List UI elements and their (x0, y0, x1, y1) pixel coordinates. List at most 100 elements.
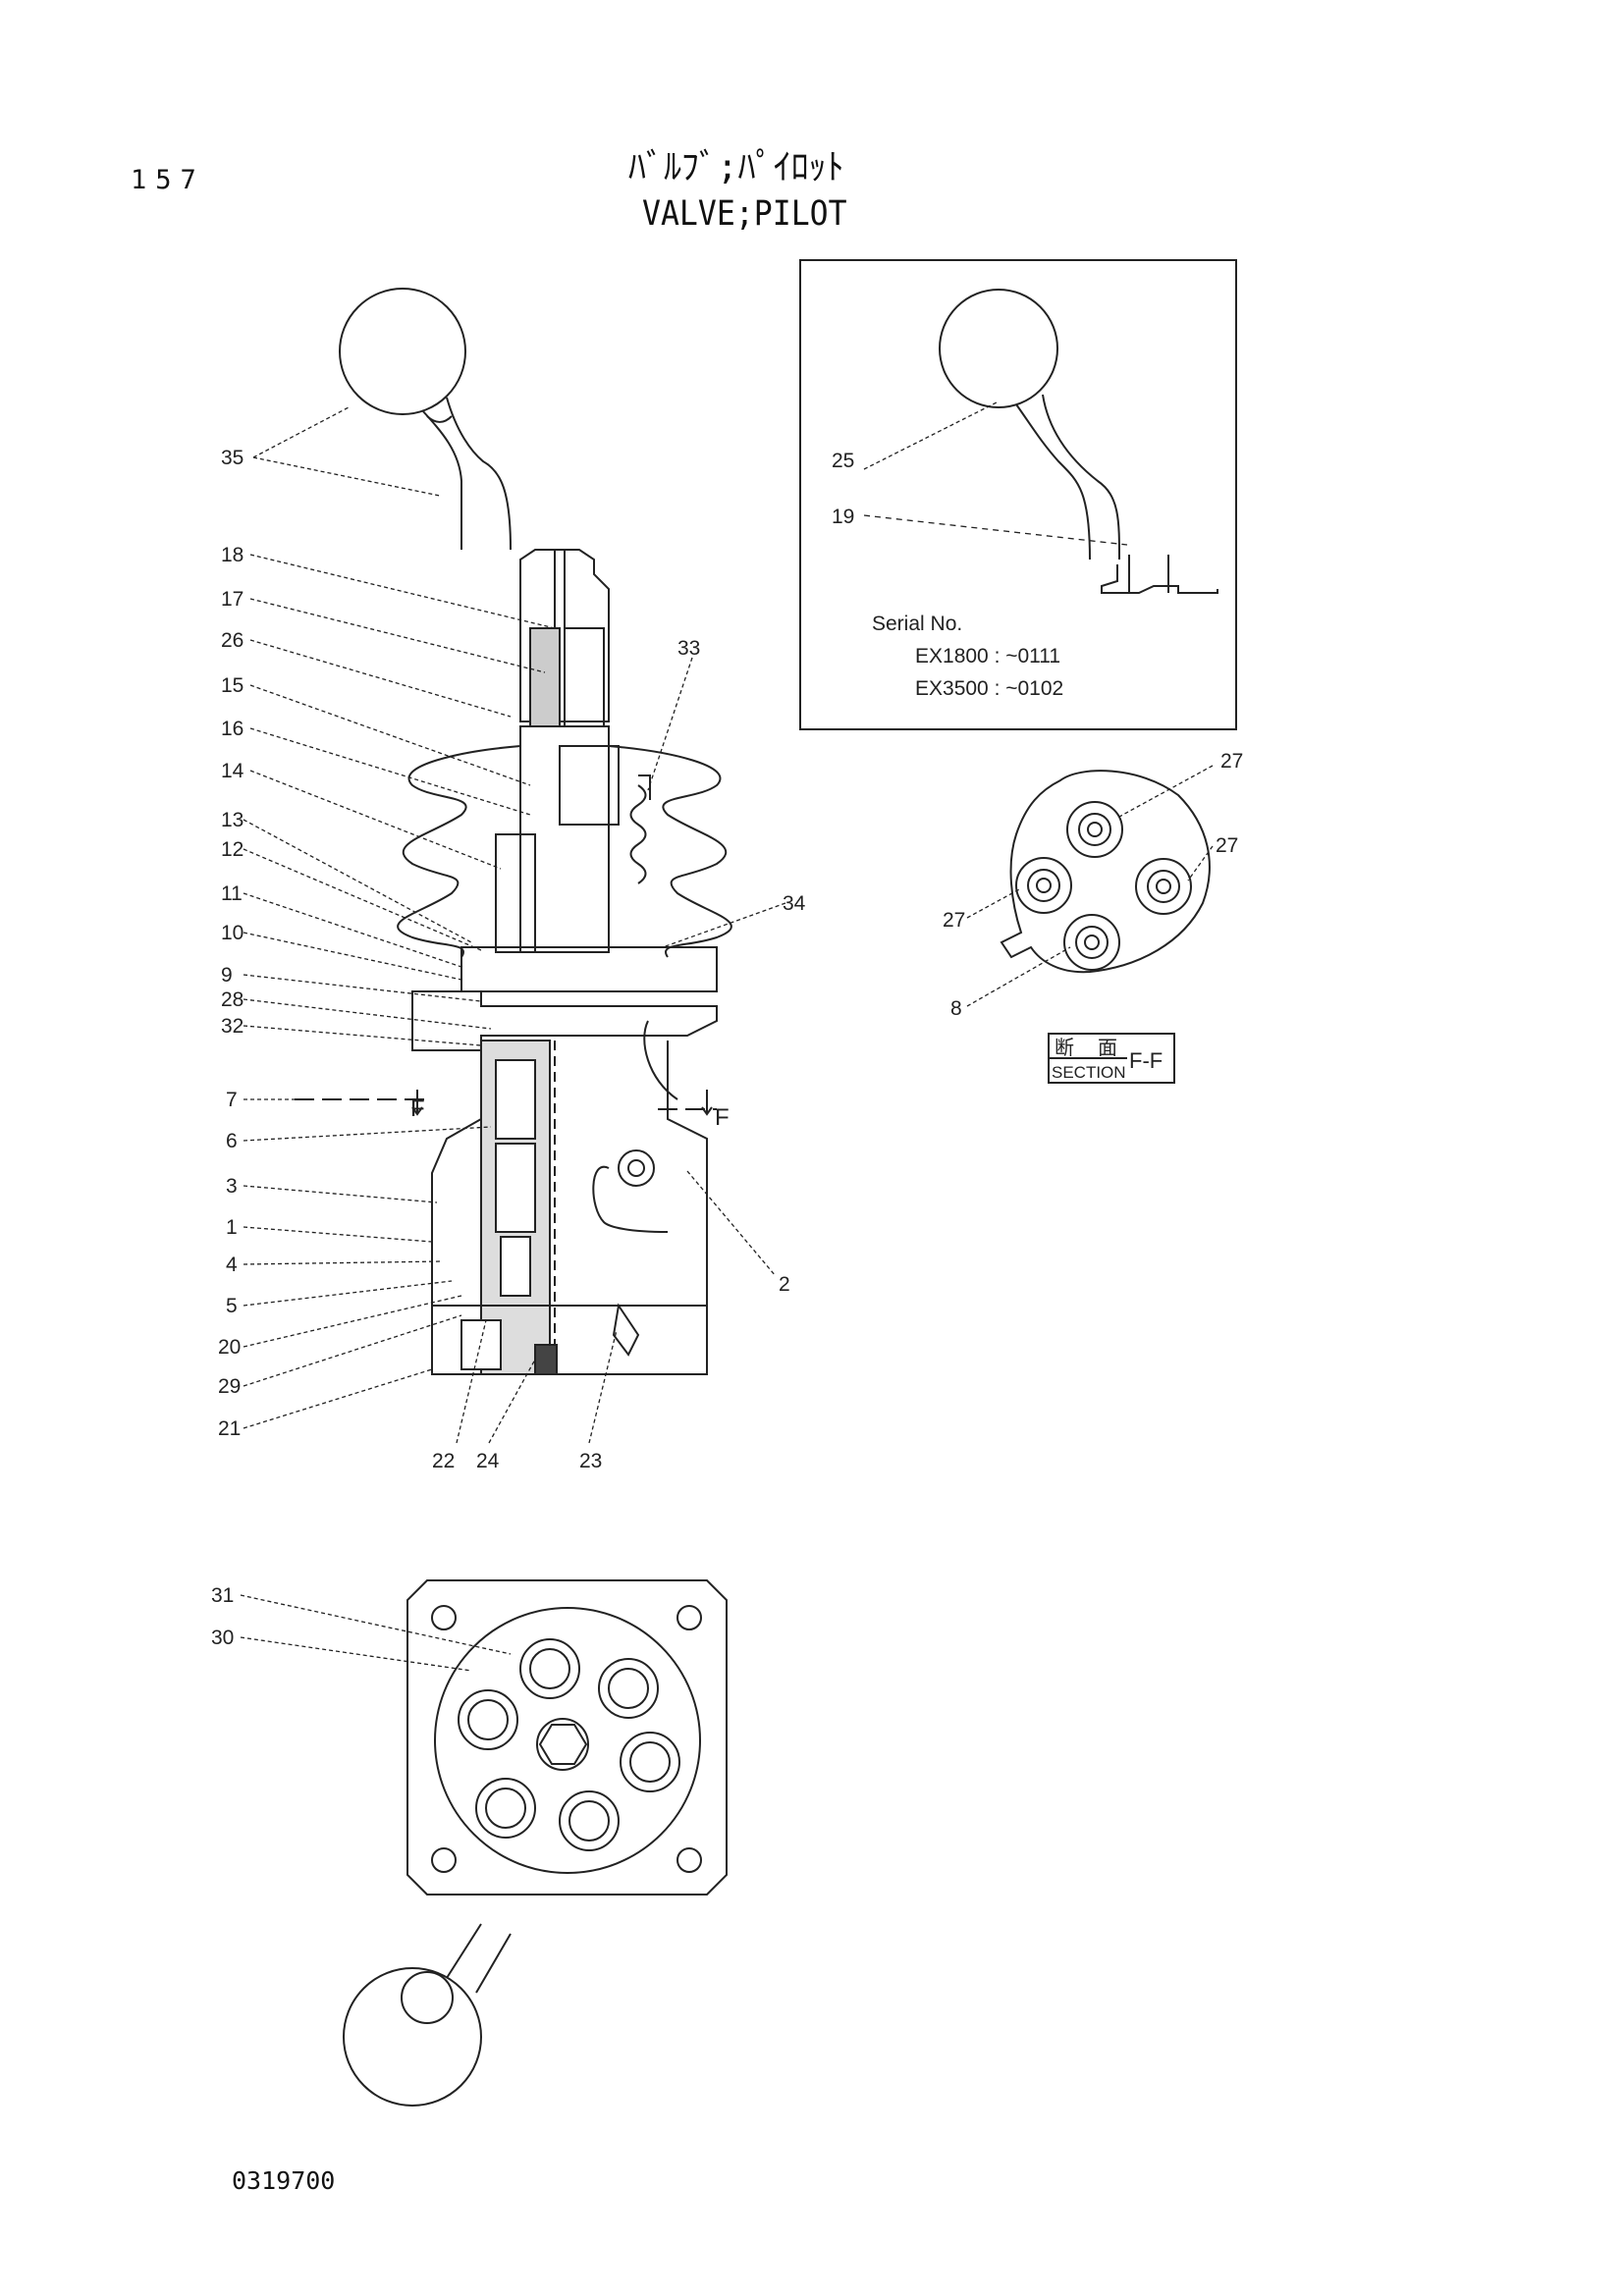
port-bore (460, 1319, 502, 1370)
callout-labels: 35 18 17 26 15 16 14 13 12 11 10 9 28 32… (211, 447, 1243, 1649)
callout-7: 7 (226, 1089, 238, 1111)
main-leaders (243, 406, 786, 1444)
port-plug-inner (627, 1159, 645, 1177)
drawing-number: 0319700 (232, 2166, 336, 2195)
bellows-right (608, 745, 732, 958)
callout-19: 19 (832, 506, 854, 528)
section-kanji-1: 断 (1055, 1037, 1074, 1059)
serial-label: Serial No. (872, 613, 962, 635)
body-curve (592, 1165, 669, 1233)
callout-2: 2 (779, 1273, 790, 1296)
bottom-screw (612, 1303, 640, 1357)
callout-30: 30 (211, 1627, 234, 1649)
callout-31: 31 (211, 1584, 234, 1607)
section-outline (1000, 770, 1211, 974)
plunger-left (495, 833, 536, 953)
nut-block (564, 627, 605, 727)
section-mark-f-left: F (410, 1095, 425, 1122)
lever-stem-right (446, 397, 512, 551)
bottom-plate (406, 1579, 728, 1896)
callout-27-left: 27 (943, 909, 965, 932)
serial-line-2: EX3500 : ~0102 (915, 677, 1063, 700)
seal-block (534, 1344, 558, 1375)
leader-25 (863, 401, 998, 470)
bottom-knob (343, 1967, 482, 2107)
hatched-sleeve (529, 627, 561, 727)
bolt-hole-br (676, 1847, 702, 1873)
flange-plate (411, 990, 718, 1051)
bottom-leaders (240, 1594, 512, 1672)
callout-27-top: 27 (1220, 750, 1243, 773)
section-ff-view (966, 765, 1214, 1084)
main-section-view (295, 288, 732, 1375)
callout-26: 26 (221, 629, 243, 652)
inset-base (1101, 564, 1218, 594)
leader-19 (863, 514, 1128, 546)
callout-20: 20 (218, 1336, 241, 1359)
callout-27-right: 27 (1216, 834, 1238, 857)
section-arrow-left (411, 1090, 423, 1116)
wire-route (643, 1020, 678, 1100)
callout-17: 17 (221, 588, 243, 611)
callout-11: 11 (221, 882, 243, 905)
callout-35: 35 (221, 447, 243, 469)
bolt-hole-tr (676, 1605, 702, 1630)
lever-stem-left (421, 409, 462, 550)
bottom-ports (458, 1638, 680, 1851)
callout-21: 21 (218, 1417, 241, 1440)
center-ring (536, 1718, 589, 1771)
callout-34: 34 (783, 892, 806, 915)
bottom-view (240, 1579, 728, 2107)
spring-coil (629, 784, 647, 884)
callout-5: 5 (226, 1295, 238, 1317)
callout-32: 32 (221, 1015, 243, 1038)
section-id: F-F (1129, 1048, 1163, 1073)
bolt-hole-bl (431, 1847, 457, 1873)
callout-15: 15 (221, 674, 243, 697)
page-number: 157 (131, 165, 205, 195)
bellows-left (397, 745, 521, 958)
callout-1: 1 (226, 1216, 238, 1239)
callout-8: 8 (950, 997, 962, 1020)
callout-14: 14 (221, 760, 244, 782)
port-rings (1015, 801, 1192, 971)
callout-4: 4 (226, 1254, 238, 1276)
section-word: SECTION (1052, 1063, 1126, 1082)
callout-3: 3 (226, 1175, 238, 1198)
section-kanji-2: 面 (1098, 1038, 1117, 1059)
callout-6: 6 (226, 1130, 238, 1152)
callout-33: 33 (677, 637, 700, 660)
inset-lever-right (1042, 394, 1120, 561)
callout-10: 10 (221, 922, 243, 944)
inset-lever-left (1015, 403, 1091, 561)
title-english: VALVE;PILOT (642, 194, 847, 234)
callout-23: 23 (579, 1450, 602, 1472)
spool-upper (495, 1059, 536, 1140)
callout-29: 29 (218, 1375, 241, 1398)
bottom-lever-shaft (446, 1923, 512, 1994)
callout-12: 12 (221, 838, 243, 861)
section-mark-f-right: F (715, 1104, 730, 1131)
plunger-housing (519, 725, 610, 953)
serial-line-1: EX1800 : ~0111 (915, 645, 1060, 667)
callout-22: 22 (432, 1450, 455, 1472)
plate (460, 946, 718, 992)
callout-18: 18 (221, 544, 243, 566)
base-plate (431, 1305, 708, 1375)
bolt-hole-tl (431, 1605, 457, 1630)
bottom-knob-collar (401, 1971, 454, 2024)
inset-knob-ball (939, 289, 1058, 408)
callout-13: 13 (221, 809, 243, 831)
inset-boot (1128, 555, 1169, 593)
section-arrow-right (701, 1090, 713, 1116)
spring-chamber (500, 1236, 531, 1297)
title-japanese: ﾊﾞﾙﾌﾞ;ﾊﾟｲﾛｯﾄ (628, 147, 844, 187)
port-plug (618, 1149, 655, 1187)
center-hex (538, 1724, 588, 1765)
spool-lower (495, 1143, 536, 1233)
wire-hook (638, 774, 651, 800)
knob-collar (426, 415, 453, 423)
bottom-boss (434, 1607, 701, 1874)
